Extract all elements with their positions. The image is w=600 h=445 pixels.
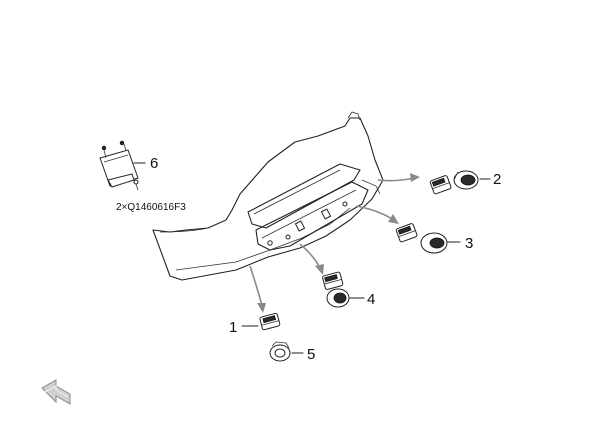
screw-icon — [119, 140, 125, 146]
parking-sensor-4 — [322, 271, 350, 308]
callout-1: 1 — [229, 319, 237, 336]
callout-4: 4 — [367, 291, 375, 308]
screw-icon — [101, 145, 107, 151]
parking-sensor-3 — [395, 223, 448, 254]
sensor-bezel-5 — [269, 341, 291, 362]
callout-5: 5 — [307, 346, 315, 363]
bolt-icon — [133, 179, 139, 185]
callout-3: 3 — [465, 235, 473, 252]
parking-sensor-1 — [259, 312, 281, 331]
rear-bumper — [152, 111, 384, 281]
fastener-note: 2×Q1460616F3 — [116, 202, 186, 213]
parking-sensor-2 — [429, 170, 479, 195]
back-arrow-icon[interactable] — [41, 379, 71, 405]
callout-6: 6 — [150, 155, 158, 172]
explode-arrows — [249, 173, 420, 313]
sensor-control-module — [99, 140, 146, 191]
callout-2: 2 — [493, 171, 501, 188]
